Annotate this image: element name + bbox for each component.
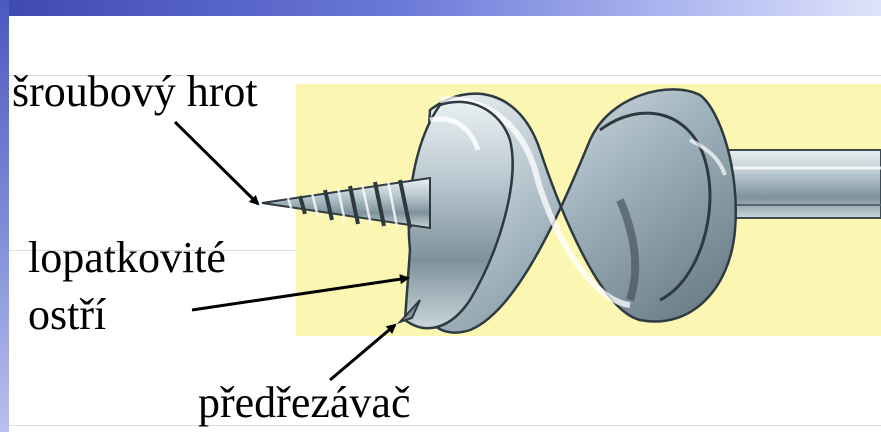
arrow-screw-tip [175, 122, 258, 204]
label-paddle-blade-line2: ostří [28, 293, 106, 337]
screw-tip [262, 178, 430, 228]
label-paddle-blade-line1: lopatkovité [28, 236, 226, 280]
arrow-spur [330, 325, 395, 380]
label-spur: předřezávač [198, 381, 410, 425]
arrow-paddle-blade [192, 278, 408, 310]
label-screw-tip: šroubový hrot [12, 70, 258, 114]
